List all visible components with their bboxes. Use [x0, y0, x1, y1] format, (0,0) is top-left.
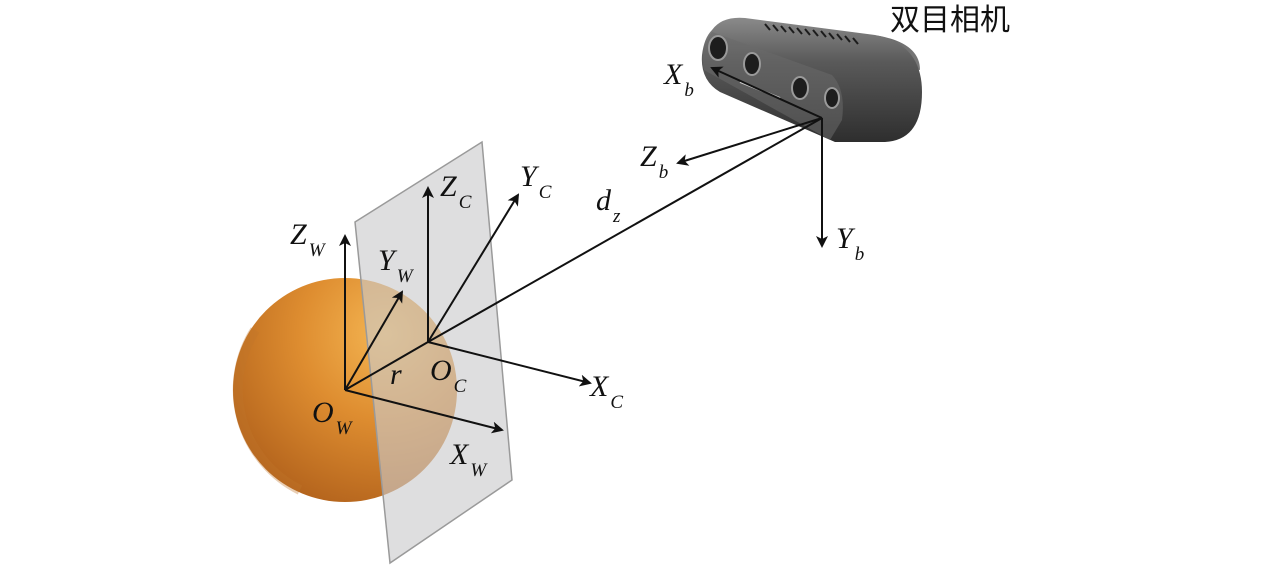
- world-y-letter: Y: [378, 244, 398, 277]
- stereo-camera: [701, 17, 922, 142]
- plane-z-sub: C: [459, 192, 472, 213]
- plane-y-axis: [427, 193, 520, 343]
- camera-lenses: [708, 35, 840, 109]
- world-z-sub: W: [309, 240, 327, 261]
- distance-sub: z: [612, 206, 621, 227]
- plane-y-letter: Y: [520, 160, 540, 193]
- camera-z-letter: Z: [640, 140, 657, 173]
- camera-y-letter: Y: [836, 222, 856, 255]
- plane-origin-sub: C: [454, 376, 467, 397]
- plane-x-axis: [427, 341, 592, 387]
- camera-lens-3: [791, 76, 809, 100]
- world-x-letter: X: [449, 438, 470, 471]
- world-z-letter: Z: [290, 218, 307, 251]
- camera-y-sub: b: [855, 244, 865, 265]
- plane-x-letter: X: [589, 370, 610, 403]
- camera-lens-4: [824, 87, 840, 109]
- camera-x-sub: b: [684, 80, 694, 101]
- world-origin-sub: W: [336, 418, 354, 439]
- world-x-axis: [344, 389, 504, 434]
- radius-line: [344, 341, 429, 391]
- camera-title: 双目相机: [890, 3, 1010, 38]
- world-y-axis: [344, 290, 404, 391]
- camera-front-face: [703, 32, 843, 140]
- world-y-sub: W: [397, 266, 415, 287]
- camera-lens-1: [708, 35, 728, 61]
- sphere-shading: [232, 327, 303, 495]
- distance-line: [427, 117, 823, 343]
- projection-plane: [354, 140, 513, 565]
- camera-z-axis: [676, 117, 823, 166]
- camera-z-sub: b: [659, 162, 669, 183]
- plane-z-letter: Z: [440, 170, 457, 203]
- camera-vent-grille: [764, 23, 859, 45]
- camera-x-letter: X: [663, 58, 684, 91]
- plane-x-sub: C: [610, 392, 623, 413]
- camera-lens-2: [743, 52, 761, 76]
- distance-letter: d: [596, 184, 612, 217]
- plane-y-sub: C: [539, 182, 552, 203]
- camera-x-axis: [710, 66, 823, 119]
- world-x-sub: W: [470, 460, 488, 481]
- radius-label: r: [390, 358, 402, 391]
- world-origin-letter: O: [312, 396, 334, 429]
- plane-origin-letter: O: [430, 354, 452, 387]
